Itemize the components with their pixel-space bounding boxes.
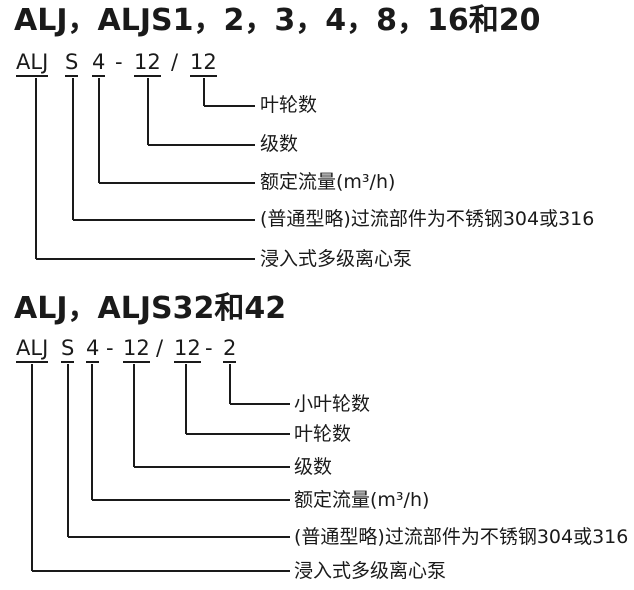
section2-label-pump-type: 浸入式多级离心泵 <box>294 560 447 582</box>
section2-label-rated-flow: 额定流量(m³/h) <box>294 489 430 511</box>
code-sep-dash: - <box>115 50 123 74</box>
code-sep-dash: - <box>106 336 114 360</box>
section1-code-s: S <box>65 52 79 77</box>
section2-code-impellers: 12 <box>174 338 201 363</box>
section2-code-small-impellers: 2 <box>223 338 237 363</box>
code-sep-slash: / <box>171 50 179 74</box>
section1-title: ALJ，ALJS1，2，3，4，8，16和20 <box>14 3 541 38</box>
section2-code-stages: 12 <box>123 338 150 363</box>
code-part-small-impellers: 2 <box>223 338 237 363</box>
code-part-s: S <box>65 52 79 77</box>
section1-label-pump-type: 浸入式多级离心泵 <box>260 248 413 270</box>
section2-title: ALJ，ALJS32和42 <box>14 291 287 326</box>
code-part-flow: 4 <box>86 338 100 363</box>
section2-code-s: S <box>61 338 75 363</box>
section1-code: ALJ <box>16 52 49 77</box>
code-part-alj: ALJ <box>16 338 49 363</box>
code-sep-dash-2: - <box>205 336 213 360</box>
section1-label-impeller-count: 叶轮数 <box>260 94 318 116</box>
section2-label-stage-count: 级数 <box>294 456 333 478</box>
section1-label-stage-count: 级数 <box>260 133 299 155</box>
section2-label-small-impeller-count: 小叶轮数 <box>294 393 371 415</box>
code-part-impellers: 12 <box>190 52 217 77</box>
code-part-impellers: 12 <box>174 338 201 363</box>
code-part-stages: 12 <box>123 338 150 363</box>
section1-code-flow: 4 <box>92 52 106 77</box>
section2-label-material: (普通型略)过流部件为不锈钢304或316 <box>294 526 629 548</box>
section1-label-rated-flow: 额定流量(m³/h) <box>260 171 396 193</box>
section1-code-impellers: 12 <box>190 52 217 77</box>
section2-code-alj: ALJ <box>16 338 49 363</box>
code-sep-slash: / <box>156 336 164 360</box>
code-part-s: S <box>61 338 75 363</box>
section1-code-stages: 12 <box>134 52 161 77</box>
section1-label-material: (普通型略)过流部件为不锈钢304或316 <box>260 208 595 230</box>
code-part-alj: ALJ <box>16 52 49 77</box>
section2-code-flow: 4 <box>86 338 100 363</box>
code-part-stages: 12 <box>134 52 161 77</box>
code-part-flow: 4 <box>92 52 106 77</box>
section2-label-impeller-count: 叶轮数 <box>294 423 352 445</box>
